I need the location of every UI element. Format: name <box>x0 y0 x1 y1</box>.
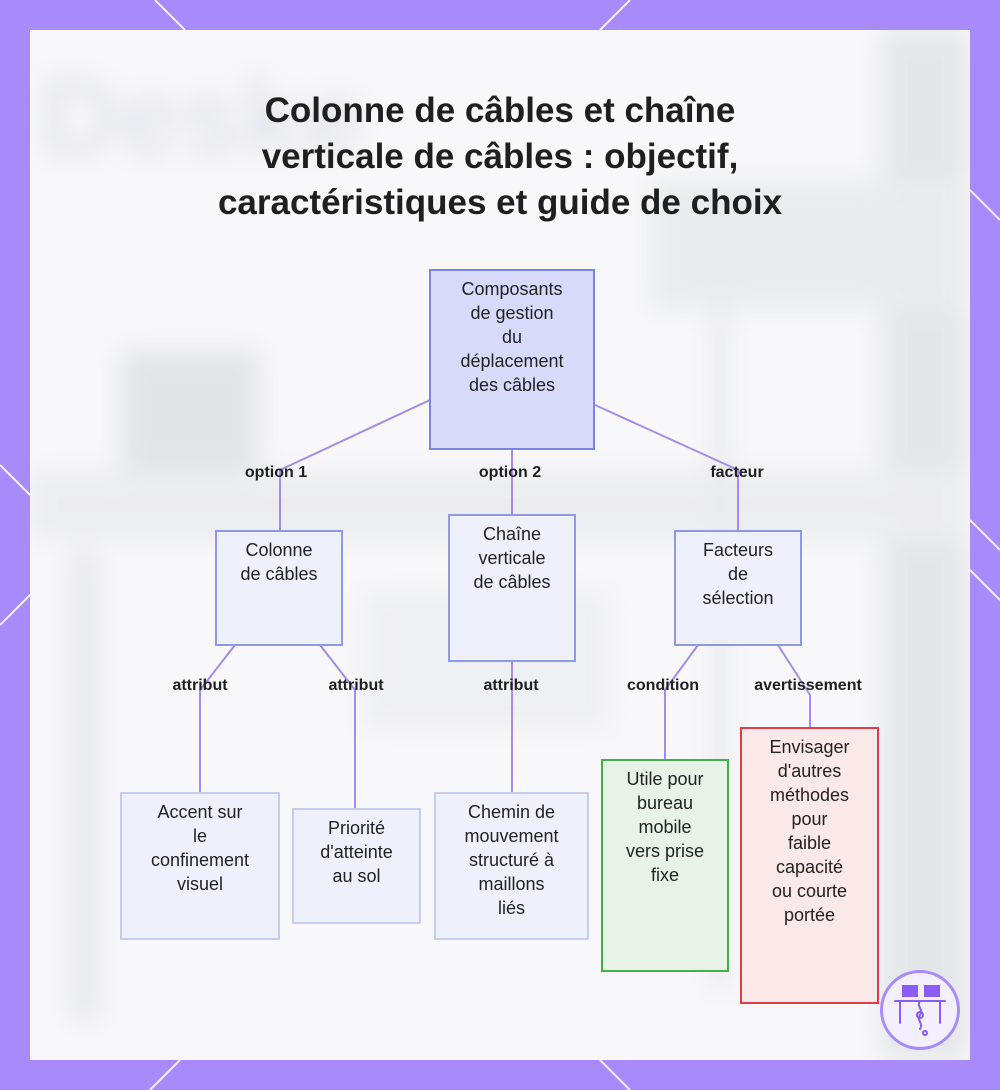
edge-label-option-2: option 2 <box>478 464 542 481</box>
blurred-background-photo: Deske <box>30 30 970 1060</box>
edge-label-attribut-priorite: attribut <box>328 677 384 694</box>
edge-facteurs-utile <box>664 644 699 760</box>
edge-label-condition: condition <box>627 677 699 694</box>
node-envisager-methodes: Envisager d'autres méthodes pour faible … <box>740 727 879 1004</box>
edge-label-option-1: option 1 <box>244 464 308 481</box>
edge-facteurs-envisager <box>777 644 811 727</box>
node-accent-confinement: Accent sur le confinement visuel <box>120 792 280 940</box>
node-chemin-mouvement: Chemin de mouvement structuré à maillons… <box>434 792 589 940</box>
edge-label-attribut-accent: attribut <box>172 677 228 694</box>
edge-root-colonne <box>279 399 431 530</box>
node-colonne-de-cables: Colonne de câbles <box>215 530 343 646</box>
node-utile-bureau-mobile: Utile pour bureau mobile vers prise fixe <box>601 759 729 972</box>
edge-layer <box>199 399 811 810</box>
diagram-panel: Deske Colonne de câbles et chaîne vertic… <box>30 30 970 1060</box>
node-priorite-sol: Priorité d'atteinte au sol <box>292 808 421 924</box>
edge-root-facteurs <box>594 404 739 530</box>
node-facteurs-selection: Facteurs de sélection <box>674 530 802 646</box>
edge-colonne-accent <box>199 644 236 792</box>
edge-label-attribut-chemin: attribut <box>483 677 539 694</box>
edge-label-avertissement: avertissement <box>754 677 862 694</box>
node-chaine-verticale: Chaîne verticale de câbles <box>448 514 576 662</box>
background-watermark: Deske <box>40 56 364 179</box>
node-root-composants: Composants de gestion du déplacement des… <box>429 269 595 450</box>
desk-network-icon <box>880 970 960 1050</box>
diagram-title: Colonne de câbles et chaîne verticale de… <box>217 91 783 222</box>
edge-label-facteur: facteur <box>710 464 764 481</box>
edge-colonne-priorite <box>319 644 356 810</box>
